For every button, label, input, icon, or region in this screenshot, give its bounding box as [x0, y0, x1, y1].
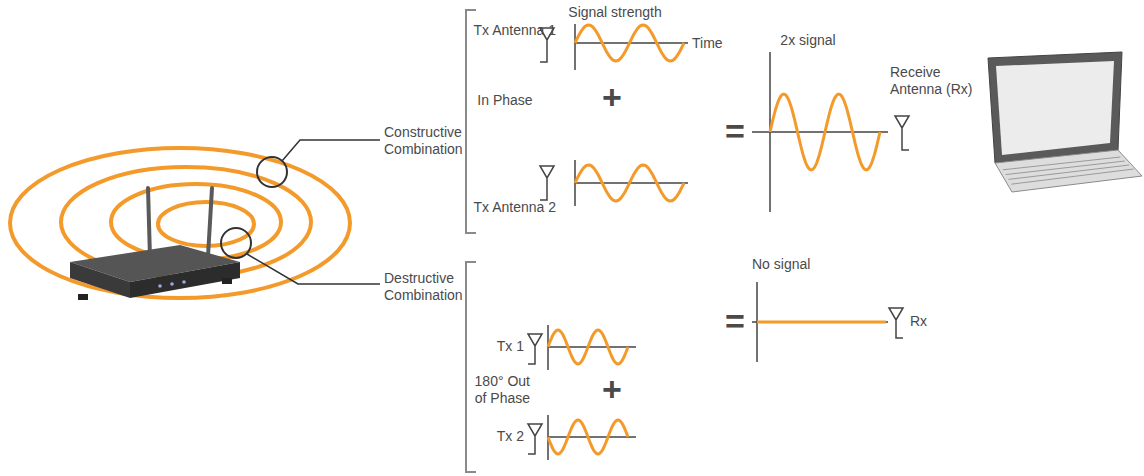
- diagram-label: In Phase: [477, 92, 532, 109]
- callout-circle: [221, 228, 251, 258]
- waves: [548, 25, 880, 454]
- wave-ring: [111, 184, 281, 260]
- brackets: [466, 10, 476, 472]
- diagram-label: Rx: [910, 313, 927, 330]
- sine-wave: [770, 94, 880, 170]
- router-front: [70, 262, 130, 298]
- diagram-label: Tx 2: [497, 428, 524, 445]
- diagram-label: Receive Antenna (Rx): [890, 64, 990, 98]
- diagram-label: Constructive Combination: [384, 124, 474, 158]
- router-light: [170, 282, 174, 286]
- diagram-label: 2x signal: [780, 32, 835, 49]
- callout-circle: [257, 157, 287, 187]
- sine-wave: [548, 330, 628, 364]
- axis: [752, 52, 888, 212]
- axes: [548, 24, 888, 460]
- axis: [548, 415, 636, 460]
- diagram-label: Signal strength: [568, 4, 661, 21]
- operator-symbol: =: [725, 302, 745, 340]
- router-side: [130, 262, 240, 298]
- laptop: [988, 52, 1142, 192]
- tx-antenna: [528, 334, 542, 364]
- diagram-label: No signal: [752, 256, 810, 273]
- router-foot: [78, 294, 88, 300]
- keyboard-row: [1011, 169, 1133, 184]
- router-antenna: [148, 188, 150, 258]
- axis: [575, 24, 688, 70]
- diagram-label: Tx Antenna 1: [473, 22, 556, 39]
- router-light: [182, 280, 186, 284]
- leader-line: [247, 254, 380, 284]
- rx-antenna: [889, 308, 903, 338]
- laptop-screen: [996, 61, 1114, 155]
- router: [70, 188, 240, 300]
- tx-antenna: [540, 166, 554, 200]
- diagram-label: Time: [692, 35, 723, 52]
- router-light: [158, 284, 162, 288]
- axis: [752, 282, 888, 362]
- wave-ring: [10, 148, 350, 298]
- axis: [548, 325, 636, 370]
- tx-antenna: [528, 424, 542, 454]
- diagram-label: Tx 1: [497, 338, 524, 355]
- diagram-label: 180° Out of Phase: [468, 373, 530, 407]
- callouts: [221, 140, 380, 284]
- laptop-base: [995, 150, 1142, 192]
- rx-antenna: [895, 116, 909, 150]
- operator-symbol: =: [725, 112, 745, 150]
- sine-wave: [575, 25, 684, 61]
- sine-wave: [548, 420, 628, 454]
- sine-wave: [575, 165, 684, 201]
- wave-ring: [158, 202, 254, 246]
- operator-symbol: +: [602, 78, 622, 116]
- wave-rings: [10, 148, 350, 298]
- laptop-lid: [988, 52, 1122, 163]
- diagram-label: Tx Antenna 2: [473, 199, 556, 216]
- operator-symbol: +: [602, 370, 622, 408]
- flat-signal: [757, 321, 886, 324]
- bracket: [466, 262, 476, 472]
- diagram-label: Destructive Combination: [384, 270, 474, 304]
- laptop-keyboard: [1003, 157, 1134, 184]
- axis: [575, 160, 688, 206]
- router-antenna: [208, 188, 212, 256]
- router-foot: [222, 278, 232, 284]
- leader-line: [282, 140, 380, 161]
- antenna-symbols: [528, 28, 909, 454]
